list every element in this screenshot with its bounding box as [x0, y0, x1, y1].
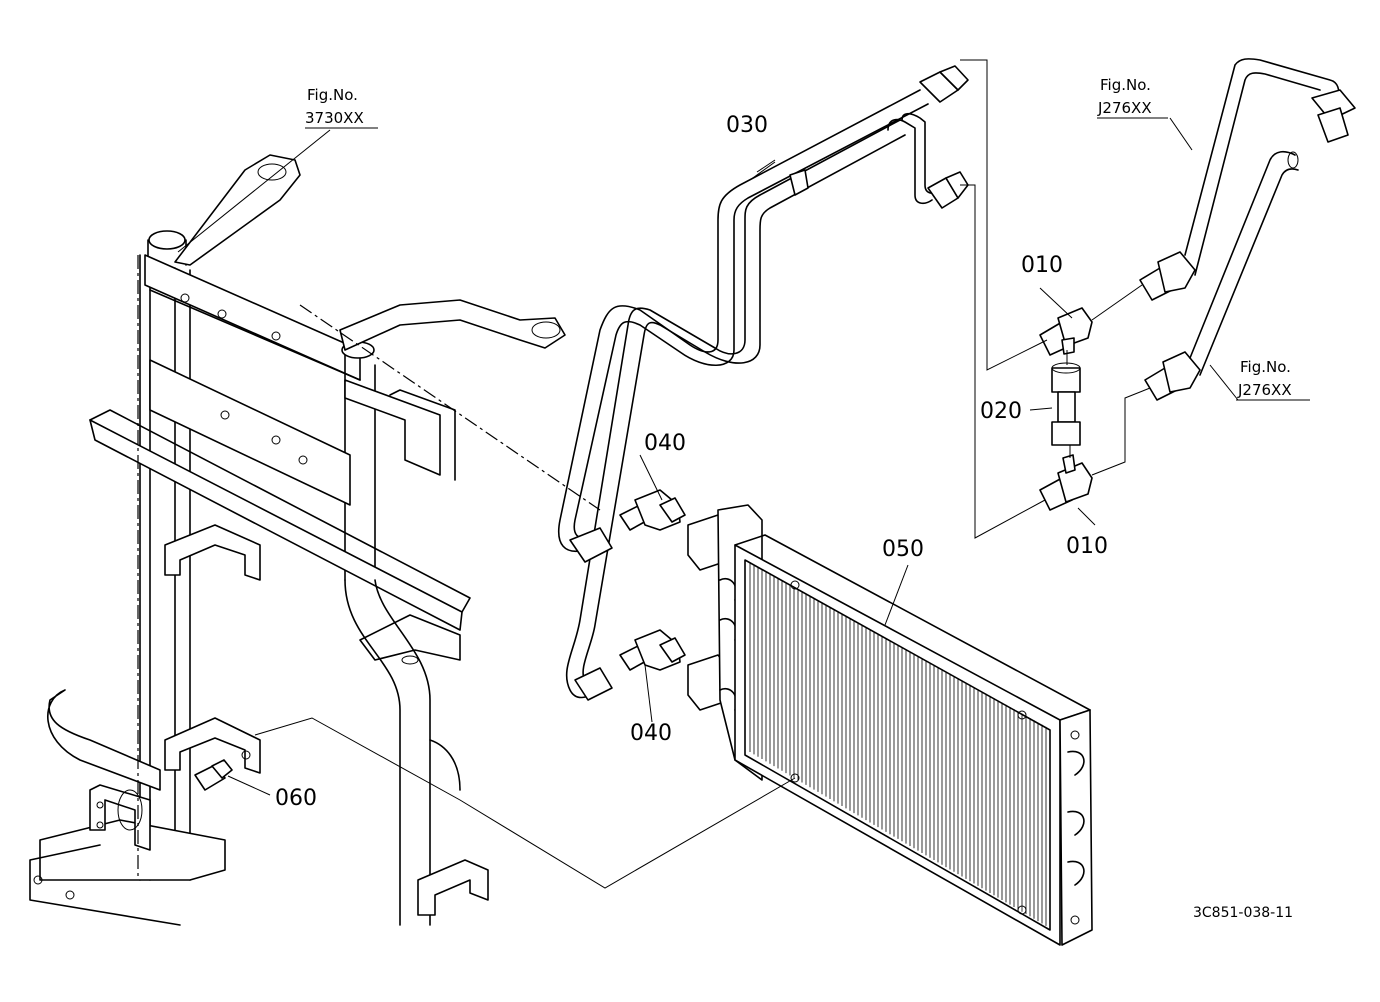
fig-ref-right-top-number: J276XX	[1097, 99, 1152, 117]
hose-fittings	[1139, 58, 1356, 401]
elbow-040-upper	[619, 489, 686, 531]
label-020: 020	[980, 399, 1022, 424]
oil-cooler-050	[687, 504, 1093, 946]
fig-ref-right-mid-title: Fig.No.	[1240, 358, 1291, 376]
fig-ref-left-number: 3730XX	[305, 109, 364, 127]
leader-lines	[177, 59, 1310, 889]
fig-ref-right-mid-number: J276XX	[1237, 381, 1292, 399]
tee-fitting-010-upper	[1039, 307, 1093, 356]
check-valve-020	[1051, 362, 1081, 446]
mounting-frame	[29, 154, 601, 926]
label-040-lower: 040	[630, 721, 672, 746]
tube-assembly-030	[558, 65, 969, 701]
fig-ref-right-top-title: Fig.No.	[1100, 76, 1151, 94]
fig-ref-left-title: Fig.No.	[307, 86, 358, 104]
label-040-upper: 040	[644, 431, 686, 456]
elbow-040-lower	[619, 629, 686, 671]
label-060: 060	[275, 786, 317, 811]
label-050: 050	[882, 537, 924, 562]
tee-fitting-010-lower	[1039, 454, 1093, 511]
drawing-id: 3C851-038-11	[1193, 905, 1293, 921]
label-030: 030	[726, 113, 768, 138]
label-010-upper: 010	[1021, 253, 1063, 278]
label-010-lower: 010	[1066, 534, 1108, 559]
plug-060	[194, 759, 271, 796]
